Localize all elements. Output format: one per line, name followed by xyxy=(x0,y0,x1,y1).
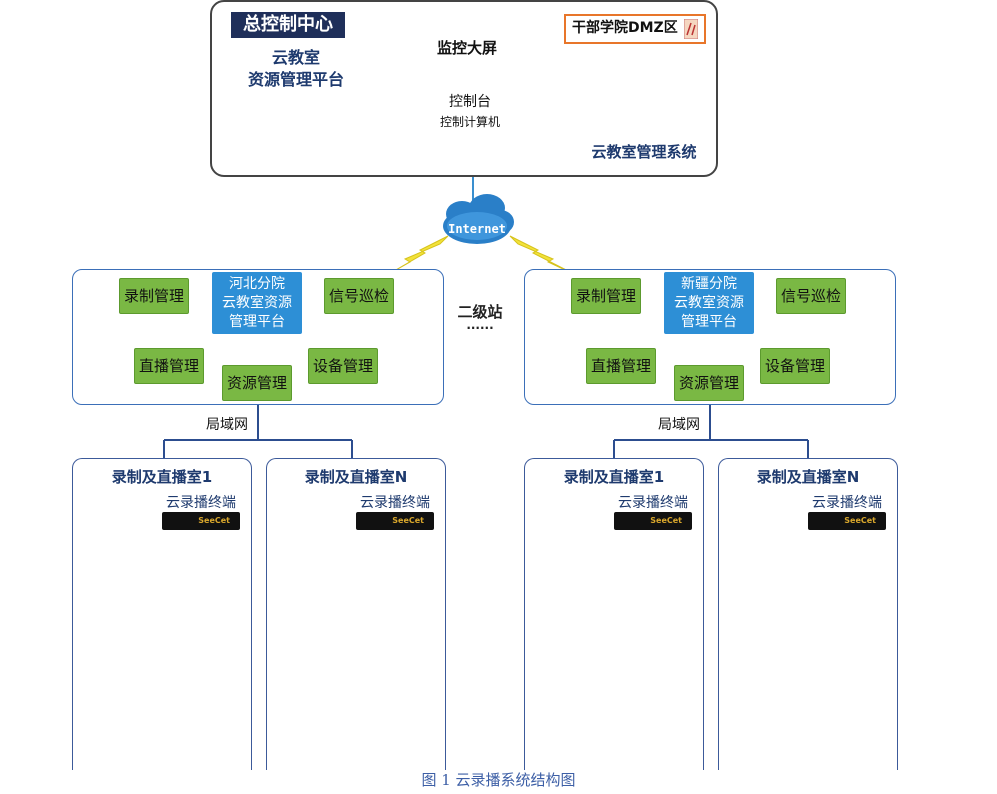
internet-label: Internet xyxy=(448,222,506,236)
control-pc-label: 控制计算机 xyxy=(439,115,500,129)
site-platform-line2: 云教室资源 xyxy=(222,295,292,311)
video-wall-label: 监控大屏 xyxy=(436,39,497,57)
recording-terminal-icon: SeeCet xyxy=(808,512,886,530)
site-platform-hebei: 河北分院 云教室资源 管理平台 xyxy=(212,272,302,334)
room-title: 录制及直播室1 xyxy=(111,468,213,486)
terminal-label: 云录播终端 xyxy=(166,495,236,511)
module-resource: 资源管理 xyxy=(674,365,744,401)
site-platform-line2: 云教室资源 xyxy=(674,295,744,311)
site-platform-line1: 新疆分院 xyxy=(681,276,737,292)
module-resource: 资源管理 xyxy=(222,365,292,401)
module-device: 设备管理 xyxy=(308,348,378,384)
room-panel xyxy=(718,458,898,770)
module-signal: 信号巡检 xyxy=(776,278,846,314)
firewall-icon xyxy=(684,19,698,39)
mgmt-system-label: 云教室管理系统 xyxy=(591,143,697,161)
room-title: 录制及直播室1 xyxy=(563,468,665,486)
terminal-brand: SeeCet xyxy=(198,516,230,525)
module-record: 录制管理 xyxy=(571,278,641,314)
console-label: 控制台 xyxy=(449,94,491,110)
module-device: 设备管理 xyxy=(760,348,830,384)
room-title: 录制及直播室N xyxy=(304,468,408,486)
lan-label-a: 局域网 xyxy=(206,417,248,433)
room-title: 录制及直播室N xyxy=(756,468,860,486)
secondary-station-ellipsis: ...... xyxy=(466,318,494,332)
figure-caption: 图 1 云录播系统结构图 xyxy=(421,771,576,789)
dmz-box: 干部学院DMZ区 xyxy=(564,14,706,44)
platform-label-line1: 云教室 xyxy=(271,48,320,67)
internet-cloud-icon xyxy=(443,194,514,244)
module-live: 直播管理 xyxy=(586,348,656,384)
site-platform-xinjiang: 新疆分院 云教室资源 管理平台 xyxy=(664,272,754,334)
terminal-label: 云录播终端 xyxy=(618,495,688,511)
room-panel xyxy=(266,458,446,770)
recording-terminal-icon: SeeCet xyxy=(614,512,692,530)
module-live: 直播管理 xyxy=(134,348,204,384)
control-center-title: 总控制中心 xyxy=(231,12,345,38)
site-platform-line3: 管理平台 xyxy=(681,314,737,330)
room-panel xyxy=(72,458,252,770)
recording-terminal-icon: SeeCet xyxy=(356,512,434,530)
terminal-label: 云录播终端 xyxy=(360,495,430,511)
terminal-brand: SeeCet xyxy=(392,516,424,525)
site-platform-line3: 管理平台 xyxy=(229,314,285,330)
terminal-brand: SeeCet xyxy=(844,516,876,525)
platform-label-line2: 资源管理平台 xyxy=(247,70,344,89)
room-panel xyxy=(524,458,704,770)
terminal-brand: SeeCet xyxy=(650,516,682,525)
dmz-label: 干部学院DMZ区 xyxy=(572,20,678,36)
module-signal: 信号巡检 xyxy=(324,278,394,314)
module-record: 录制管理 xyxy=(119,278,189,314)
site-platform-line1: 河北分院 xyxy=(229,276,285,292)
lan-label-b: 局域网 xyxy=(658,417,700,433)
secondary-station-label: 二级站 xyxy=(457,303,503,321)
recording-terminal-icon: SeeCet xyxy=(162,512,240,530)
terminal-label: 云录播终端 xyxy=(812,495,882,511)
